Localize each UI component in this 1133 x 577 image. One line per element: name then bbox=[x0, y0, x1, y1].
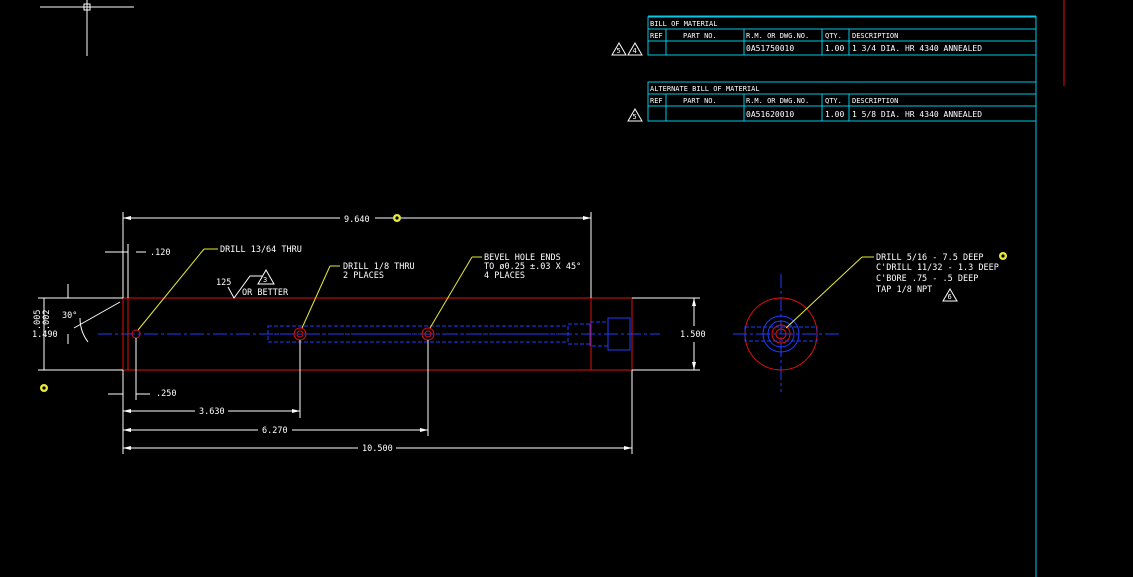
alt-bom-title: ALTERNATE BILL OF MATERIAL bbox=[650, 85, 760, 93]
bom-header-qty: QTY. bbox=[825, 32, 842, 40]
alt-bom-qty: 1.00 bbox=[825, 110, 844, 119]
finish-rev-mark: 3 bbox=[263, 276, 267, 284]
alt-bom-header-ref: REF bbox=[650, 97, 663, 105]
alt-bom-rev-mark: 5 bbox=[633, 113, 637, 121]
part-side-view[interactable] bbox=[98, 297, 660, 371]
finish-rev-triangle bbox=[257, 268, 275, 285]
bill-of-material-table[interactable]: BILL OF MATERIAL REF PART NO. R.M. OR DW… bbox=[647, 16, 1037, 56]
note-bevel-line2: TO ø0.25 ±.03 X 45° bbox=[484, 262, 581, 272]
note-drill-18-line1: DRILL 1/8 THRU bbox=[343, 262, 415, 272]
end-tap-hidden bbox=[607, 317, 631, 351]
critical-symbol-icons bbox=[40, 214, 1007, 392]
note-end-line4: TAP 1/8 NPT bbox=[876, 285, 932, 295]
critical-symbol-icon bbox=[393, 214, 401, 222]
note-bevel-line1: BEVEL HOLE ENDS bbox=[484, 253, 561, 263]
alt-bom-header-qty: QTY. bbox=[825, 97, 842, 105]
critical-symbol-icon bbox=[40, 384, 48, 392]
note-finish-value: 125 bbox=[216, 278, 231, 288]
dim-small-a: .005 bbox=[33, 310, 43, 330]
critical-symbol-icon bbox=[999, 252, 1007, 260]
end-rev-triangle bbox=[942, 288, 958, 302]
alt-bom-header-part: PART NO. bbox=[683, 97, 717, 105]
dim-overall-top: 9.640 bbox=[344, 215, 370, 225]
dim-bottom-offset: .250 bbox=[156, 389, 176, 399]
alt-bom-revision-triangle: 5 bbox=[627, 108, 643, 122]
dim-3630: 3.630 bbox=[199, 407, 225, 417]
bom-header-dwg: R.M. OR DWG.NO. bbox=[746, 32, 809, 40]
note-finish: OR BETTER bbox=[242, 288, 289, 298]
bom-header-ref: REF bbox=[650, 32, 663, 40]
alt-bom-description: 1 5/8 DIA. HR 4340 ANNEALED bbox=[852, 110, 982, 119]
dim-offset-left: .120 bbox=[150, 248, 170, 258]
dim-small-b: .002 bbox=[42, 310, 52, 330]
note-end-line2: C'DRILL 11/32 - 1.3 DEEP bbox=[876, 263, 999, 273]
note-end-line1: DRILL 5/16 - 7.5 DEEP bbox=[876, 253, 983, 263]
bom-revision-triangles: 5 4 bbox=[611, 42, 643, 56]
leader-lines bbox=[137, 248, 874, 331]
alt-bom-header-desc: DESCRIPTION bbox=[852, 97, 898, 105]
crosshair-cursor bbox=[40, 0, 134, 56]
alt-bom-header-dwg: R.M. OR DWG.NO. bbox=[746, 97, 809, 105]
note-drill-thru: DRILL 13/64 THRU bbox=[220, 245, 302, 255]
end-rev-mark: 6 bbox=[948, 293, 952, 301]
dim-angle: 30° bbox=[62, 311, 77, 321]
dim-6270: 6.270 bbox=[262, 426, 288, 436]
bom-rev-mark-1: 5 bbox=[617, 47, 621, 55]
dim-overall-bottom: 10.500 bbox=[362, 444, 393, 454]
note-bevel-line3: 4 PLACES bbox=[484, 271, 525, 281]
note-end-line3: C'BORE .75 - .5 DEEP bbox=[876, 274, 978, 284]
dim-diameter: 1.500 bbox=[680, 330, 706, 340]
alternate-bill-of-material-table[interactable]: ALTERNATE BILL OF MATERIAL REF PART NO. … bbox=[647, 81, 1037, 122]
bom-rev-mark-2: 4 bbox=[633, 47, 637, 55]
dimension-lines bbox=[38, 212, 700, 454]
part-end-view[interactable] bbox=[733, 274, 842, 392]
alt-bom-dwg-number: 0A51620010 bbox=[746, 110, 794, 119]
bom-dwg-number: 0A51750010 bbox=[746, 44, 794, 53]
bom-title: BILL OF MATERIAL bbox=[650, 20, 717, 28]
bom-header-desc: DESCRIPTION bbox=[852, 32, 898, 40]
bom-qty: 1.00 bbox=[825, 44, 844, 53]
part-outline bbox=[122, 297, 633, 371]
dim-height-left: 1.490 bbox=[32, 330, 58, 340]
bom-description: 1 3/4 DIA. HR 4340 ANNEALED bbox=[852, 44, 982, 53]
note-drill-18-line2: 2 PLACES bbox=[343, 271, 384, 281]
bom-header-part: PART NO. bbox=[683, 32, 717, 40]
